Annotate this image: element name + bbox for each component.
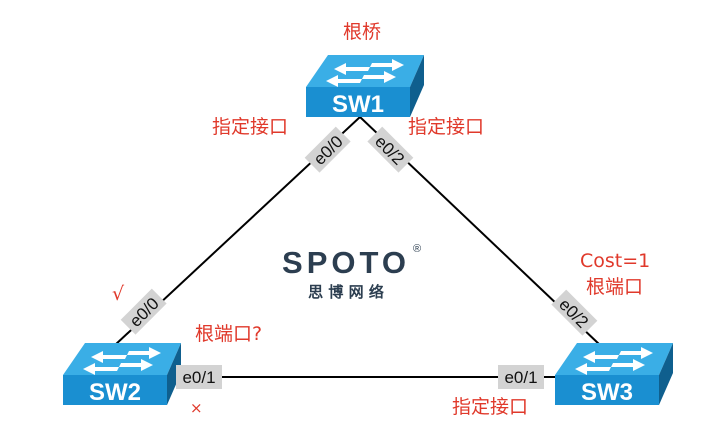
sw1-right-designated-label: 指定接口	[408, 116, 484, 138]
sw2-root-port-question: 根端口?	[195, 323, 262, 345]
sw2-check-mark: √	[112, 283, 125, 305]
port-sw1-e02: e0/2	[367, 126, 414, 173]
svg-text:思 博 网 络: 思 博 网 络	[308, 283, 384, 301]
sw3-label: SW3	[581, 379, 633, 406]
port-sw2-e01: e0/1	[176, 365, 222, 389]
sw1-label: SW1	[332, 91, 384, 118]
switch-sw2[interactable]: SW2	[63, 343, 181, 406]
sw1-root-bridge-label: 根桥	[343, 21, 381, 43]
sw2-cross-mark: ×	[190, 399, 203, 417]
sw3-root-port-label: 根端口	[586, 276, 643, 298]
sw1-left-designated-label: 指定接口	[212, 116, 288, 138]
sw3-cost-label: Cost=1	[580, 250, 650, 272]
svg-text:e0/1: e0/1	[182, 368, 215, 387]
port-sw2-e00: e0/0	[120, 288, 167, 335]
port-sw1-e00: e0/0	[304, 126, 351, 173]
svg-text:SPOTO: SPOTO	[282, 245, 410, 280]
port-sw3-e01: e0/1	[498, 365, 544, 389]
sw2-label: SW2	[89, 379, 141, 406]
svg-text:®: ®	[413, 243, 421, 255]
spoto-logo: SPOTO ® 思 博 网 络	[282, 243, 421, 301]
switch-sw3[interactable]: SW3	[555, 343, 673, 406]
switch-sw1[interactable]: SW1	[306, 55, 424, 118]
svg-text:e0/1: e0/1	[504, 368, 537, 387]
sw3-designated-label: 指定接口	[452, 396, 528, 418]
